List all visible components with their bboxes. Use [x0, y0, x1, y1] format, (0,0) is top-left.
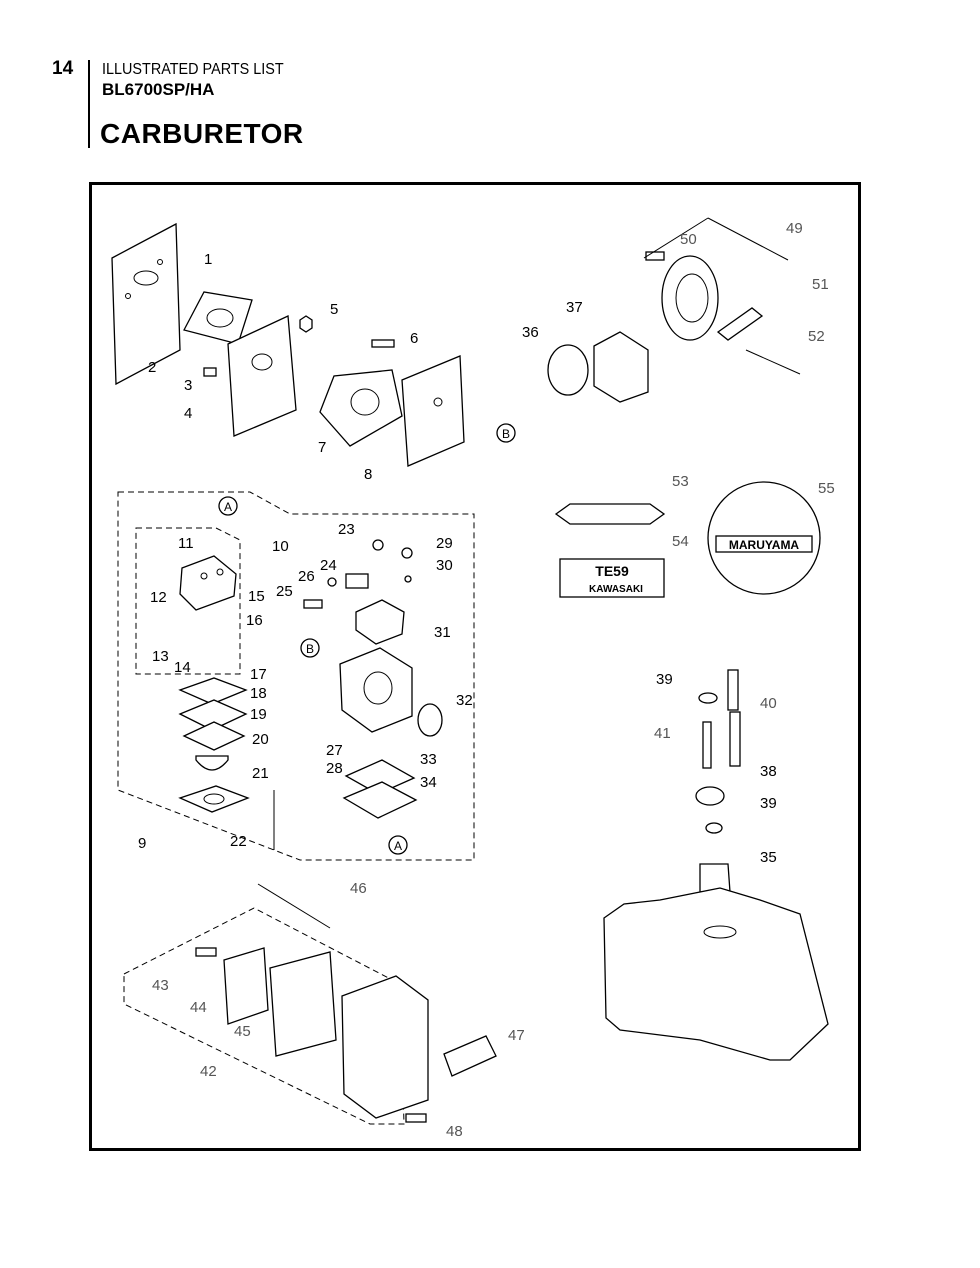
callout-35: 35: [760, 849, 777, 866]
callout-29: 29: [436, 535, 453, 552]
callout-25: 25: [276, 583, 293, 600]
callout-46: 46: [350, 880, 367, 897]
callout-28: 28: [326, 760, 343, 777]
decal-maruyama-text: MARUYAMA: [729, 538, 800, 552]
callout-16: 16: [246, 612, 263, 629]
callout-12: 12: [150, 589, 167, 606]
header-divider: [88, 60, 90, 148]
callout-3: 3: [184, 377, 192, 394]
callout-36: 36: [522, 324, 539, 341]
callout-2: 2: [148, 359, 156, 376]
callout-44: 44: [190, 999, 207, 1016]
callout-19: 19: [250, 706, 267, 723]
decal-brand-text: KAWASAKI: [589, 584, 643, 595]
callout-53: 53: [672, 473, 689, 490]
callout-33: 33: [420, 751, 437, 768]
callout-22: 22: [230, 833, 247, 850]
callout-11: 11: [178, 535, 194, 552]
reference-markers: A B B A: [224, 427, 510, 853]
callout-43: 43: [152, 977, 169, 994]
callout-40: 40: [760, 695, 777, 712]
model-number: BL6700SP/HA: [102, 80, 215, 99]
page-number: 14: [52, 58, 74, 79]
part-callouts: 1234567891011121314151617181920212223242…: [138, 220, 835, 1140]
callout-27: 27: [326, 742, 343, 759]
diagram-parts: [111, 217, 829, 1125]
callout-1: 1: [204, 251, 212, 268]
callout-20: 20: [252, 731, 269, 748]
callout-18: 18: [250, 685, 267, 702]
callout-39: 39: [656, 671, 673, 688]
callout-7: 7: [318, 439, 326, 456]
callout-14: 14: [174, 659, 191, 676]
reference-marker-b: B: [502, 427, 510, 441]
callout-31: 31: [434, 624, 451, 641]
callout-30: 30: [436, 557, 453, 574]
callout-37: 37: [566, 299, 583, 316]
callout-9: 9: [138, 835, 146, 852]
callout-21: 21: [252, 765, 269, 782]
callout-26: 26: [298, 568, 315, 585]
callout-51: 51: [812, 276, 829, 293]
callout-13: 13: [152, 648, 169, 665]
callout-5: 5: [330, 301, 338, 318]
reference-marker-a: A: [394, 839, 402, 853]
callout-45: 45: [234, 1023, 251, 1040]
callout-42: 42: [200, 1063, 217, 1080]
callout-54: 54: [672, 533, 689, 550]
callout-52: 52: [808, 328, 825, 345]
callout-23: 23: [338, 521, 355, 538]
reference-marker-b: B: [306, 642, 314, 656]
callout-50: 50: [680, 231, 697, 248]
callout-15: 15: [248, 588, 265, 605]
decal-model-text: TE59: [595, 563, 629, 579]
callout-55: 55: [818, 480, 835, 497]
callout-8: 8: [364, 466, 372, 483]
page-title: CARBURETOR: [100, 118, 304, 149]
callout-10: 10: [272, 538, 289, 555]
reference-marker-a: A: [224, 500, 232, 514]
callout-39: 39: [760, 795, 777, 812]
callout-38: 38: [760, 763, 777, 780]
callout-34: 34: [420, 774, 437, 791]
callout-47: 47: [508, 1027, 525, 1044]
callout-4: 4: [184, 405, 192, 422]
callout-17: 17: [250, 666, 267, 683]
callout-41: 41: [654, 725, 671, 742]
callout-32: 32: [456, 692, 473, 709]
diagram-frame: [89, 182, 861, 1151]
callout-24: 24: [320, 557, 337, 574]
section-title: ILLUSTRATED PARTS LIST: [102, 61, 284, 78]
callout-49: 49: [786, 220, 803, 237]
callout-48: 48: [446, 1123, 463, 1140]
callout-6: 6: [410, 330, 418, 347]
